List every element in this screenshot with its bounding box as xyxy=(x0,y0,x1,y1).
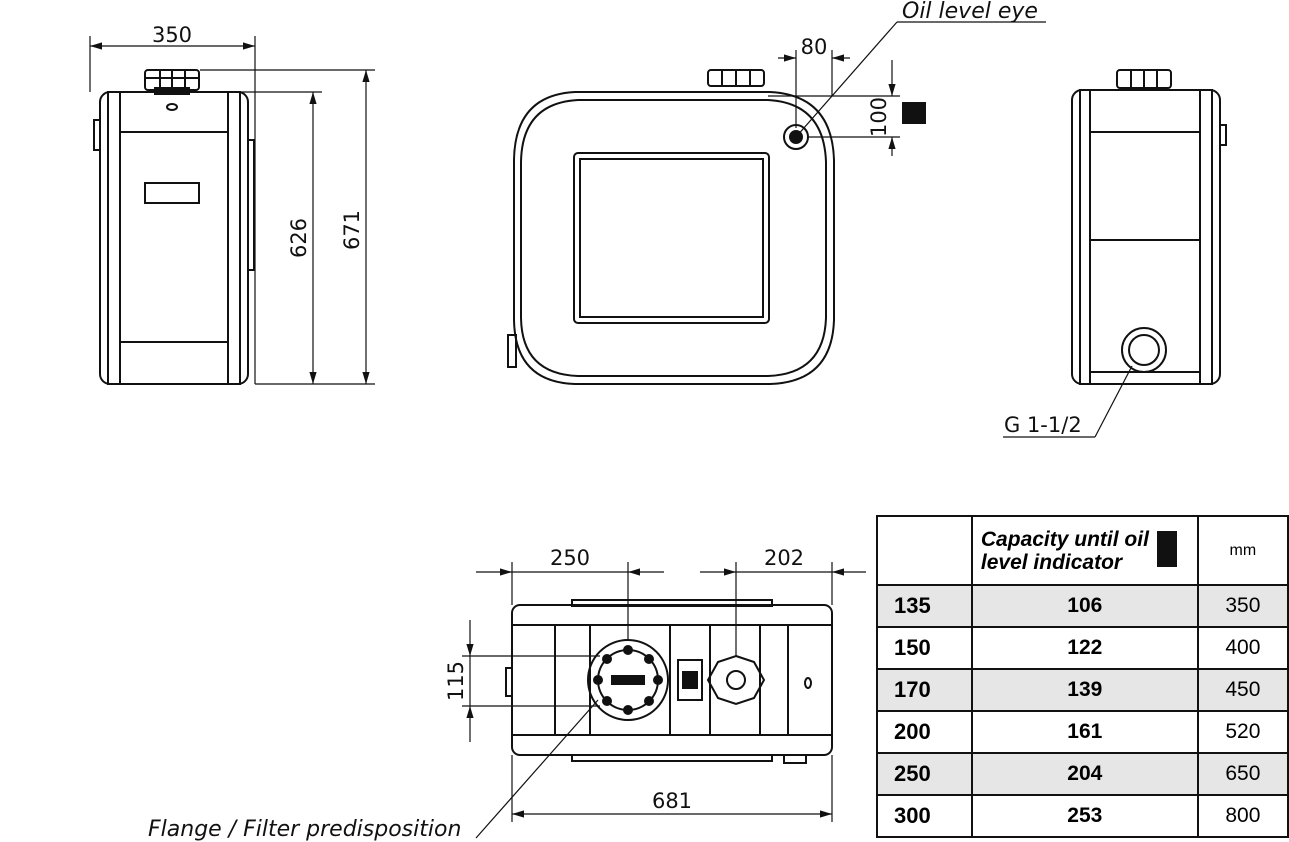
dim-115 xyxy=(462,620,600,742)
dim-80-100 xyxy=(768,21,1046,156)
bottom-view xyxy=(505,599,833,764)
flange-callout: Flange / Filter predisposition xyxy=(148,817,461,842)
table-header-empty xyxy=(876,515,973,586)
cell-capacity: 250 xyxy=(876,752,973,796)
table-row: 300 253 800 xyxy=(876,794,1289,838)
header-line2: level indicator xyxy=(980,550,1123,574)
dim-100-label: 100 xyxy=(867,97,891,137)
right-side-view xyxy=(1071,69,1227,385)
dim-202-label: 202 xyxy=(764,546,804,570)
table-row: 170 139 450 xyxy=(876,668,1289,712)
dim-681-label: 681 xyxy=(652,789,692,813)
cell-until-indicator: 204 xyxy=(970,752,1199,796)
cell-capacity: 170 xyxy=(876,668,973,712)
cell-mm: 400 xyxy=(1196,626,1289,670)
oil-level-eye-callout: Oil level eye xyxy=(902,0,1038,24)
dim-80-label: 80 xyxy=(801,35,828,59)
cell-until-indicator: 106 xyxy=(970,584,1199,628)
left-side-view xyxy=(93,69,255,385)
cell-mm: 350 xyxy=(1196,584,1289,628)
header-line1: Capacity until oil xyxy=(980,527,1149,551)
oil-level-symbol xyxy=(902,102,926,124)
dim-626-label: 626 xyxy=(287,218,311,258)
thread-callout: G 1-1/2 xyxy=(1004,413,1082,437)
cell-mm: 520 xyxy=(1196,710,1289,754)
thread-leader xyxy=(1003,365,1133,438)
cell-capacity: 200 xyxy=(876,710,973,754)
cell-mm: 800 xyxy=(1196,794,1289,838)
cell-until-indicator: 253 xyxy=(970,794,1199,838)
table-row: 135 106 350 xyxy=(876,584,1289,628)
table-header-capacity: Capacity until oil level indicator xyxy=(970,515,1199,586)
cell-until-indicator: 139 xyxy=(970,668,1199,712)
cell-until-indicator: 161 xyxy=(970,710,1199,754)
cell-capacity: 150 xyxy=(876,626,973,670)
table-row: 250 204 650 xyxy=(876,752,1289,796)
dim-350 xyxy=(89,36,256,384)
table-header-row: Capacity until oil level indicator mm xyxy=(876,515,1289,586)
table-row: 150 122 400 xyxy=(876,626,1289,670)
table-header-unit: mm xyxy=(1196,515,1289,586)
dim-681 xyxy=(511,755,833,822)
dim-250-label: 250 xyxy=(550,546,590,570)
cell-mm: 650 xyxy=(1196,752,1289,796)
dim-350-label: 350 xyxy=(152,23,192,47)
oil-level-indicator-symbol xyxy=(1157,531,1177,567)
dim-626-671 xyxy=(200,69,375,385)
dim-250-202 xyxy=(476,562,866,656)
table-row: 200 161 520 xyxy=(876,710,1289,754)
cell-capacity: 135 xyxy=(876,584,973,628)
cell-until-indicator: 122 xyxy=(970,626,1199,670)
cell-capacity: 300 xyxy=(876,794,973,838)
cell-mm: 450 xyxy=(1196,668,1289,712)
capacity-table: Capacity until oil level indicator mm 13… xyxy=(876,515,1289,838)
front-view xyxy=(507,69,835,385)
dim-671-label: 671 xyxy=(340,210,364,250)
dim-115-label: 115 xyxy=(444,661,468,701)
flange-leader xyxy=(475,699,599,839)
